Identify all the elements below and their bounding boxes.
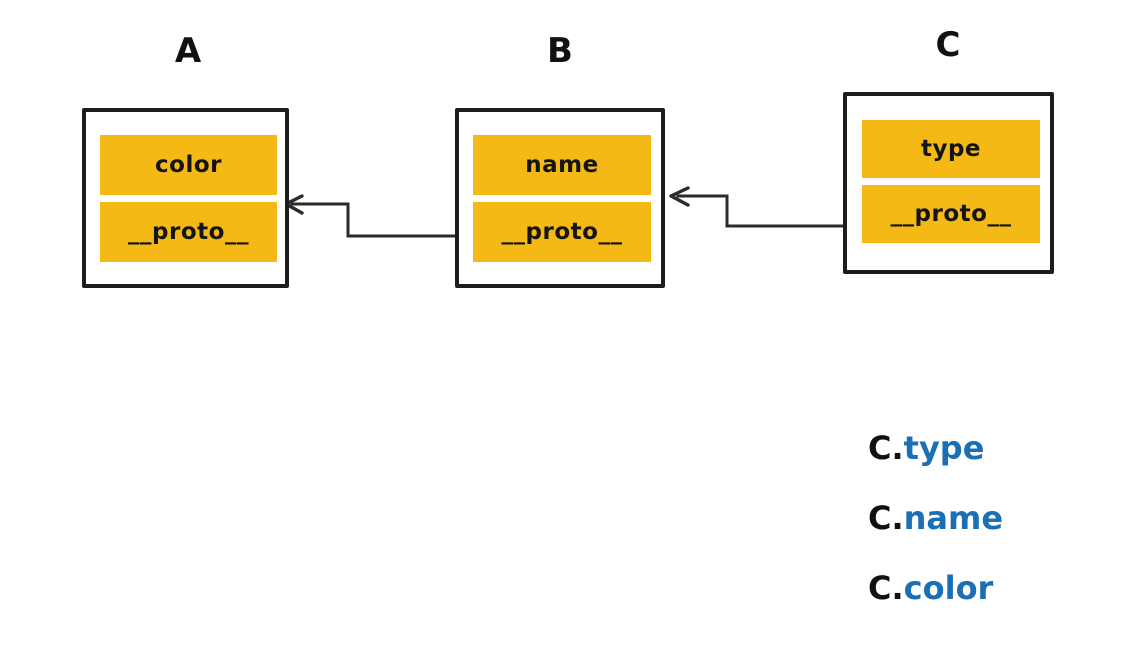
slot-b-proto[interactable]: __proto__ [473, 202, 651, 262]
expression-item: C.color [868, 572, 1098, 604]
object-box-b[interactable]: name __proto__ [455, 108, 665, 288]
expression-item: C.name [868, 502, 1098, 534]
slot-label: type [920, 135, 982, 162]
object-box-c[interactable]: type __proto__ [843, 92, 1054, 274]
link-b-proto-to-a [284, 194, 468, 238]
expression-object: C. [868, 569, 904, 607]
slot-label: __proto__ [128, 218, 249, 245]
expression-item: C.type [868, 432, 1098, 464]
slot-c-type[interactable]: type [862, 120, 1040, 178]
slot-label: __proto__ [890, 200, 1012, 227]
object-title-a: A [174, 31, 202, 71]
slot-label: __proto__ [501, 218, 623, 245]
expression-property: color [903, 569, 994, 607]
slot-a-proto[interactable]: __proto__ [100, 202, 277, 262]
slot-a-color[interactable]: color [100, 135, 277, 195]
slot-b-name[interactable]: name [473, 135, 651, 195]
link-c-proto-to-b [669, 186, 858, 228]
slot-c-proto[interactable]: __proto__ [862, 185, 1040, 243]
slot-label: color [155, 151, 222, 178]
object-box-a[interactable]: color __proto__ [82, 108, 289, 288]
expression-object: C. [868, 499, 904, 537]
object-title-c: C [935, 25, 961, 65]
expression-property: name [903, 499, 1004, 537]
object-title-b: B [547, 31, 573, 71]
expression-list: C.type C.name C.color [868, 432, 1098, 642]
expression-object: C. [868, 429, 904, 467]
expression-property: type [903, 429, 985, 467]
slot-label: name [525, 151, 599, 178]
